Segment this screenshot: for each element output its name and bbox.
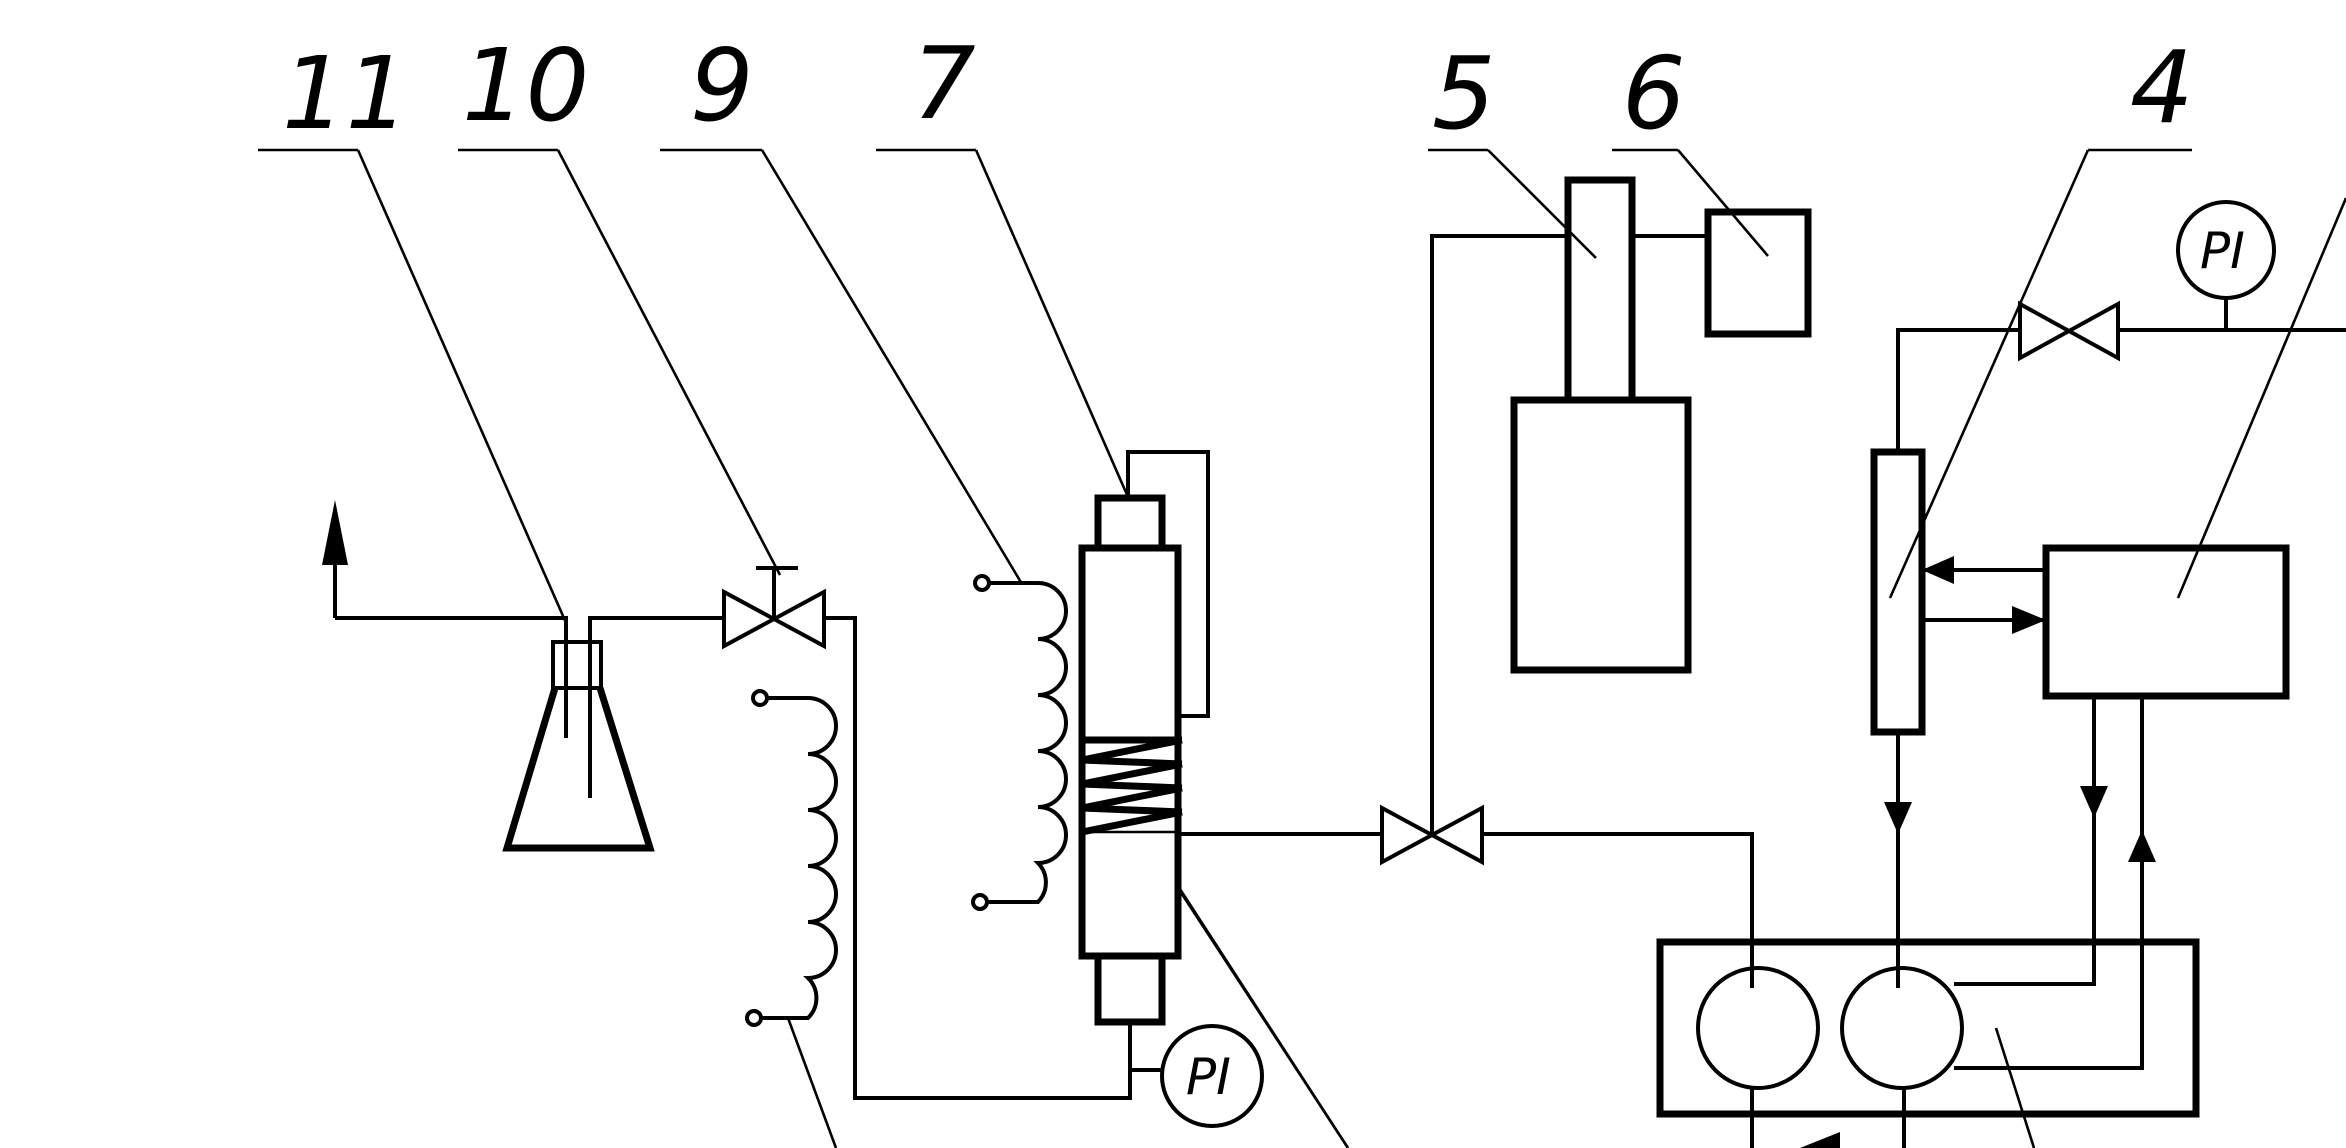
callout-5: 5: [1428, 35, 1597, 259]
callout-label-4: 4: [2130, 29, 2194, 146]
pipe-valve-to-column: [1430, 234, 1568, 834]
pressure-gauge-top: PI: [2176, 200, 2276, 330]
callout-leader-offscreen: [786, 1017, 838, 1148]
callout-label-7: 7: [912, 25, 976, 142]
needle-valve: [722, 566, 826, 650]
down-arrow-icon: [2080, 786, 2108, 818]
callout-label-11: 11: [282, 35, 409, 152]
flask-body: [502, 686, 655, 852]
terminal-icon: [971, 893, 989, 911]
valve-icon: [1380, 804, 1484, 866]
winding: [1081, 760, 1183, 788]
gauge-label: PI: [2200, 222, 2245, 280]
reactor-bottom-cap: [1094, 952, 1166, 1026]
flask-stopper: [551, 640, 603, 690]
gauge-icon: [1160, 1024, 1264, 1128]
pipe-valve-to-pump: [1482, 832, 1754, 988]
controller-box: [2042, 544, 2290, 700]
reactor-top-cap: [1094, 494, 1166, 552]
callout-label-9: 9: [690, 27, 754, 144]
winding: [1081, 808, 1183, 836]
control-valve: [1380, 804, 1484, 866]
callout-leader-offscreen: [1994, 1027, 2036, 1148]
winding: [1081, 756, 1183, 768]
callout-label-10: 10: [462, 27, 589, 144]
up-arrow-icon: [2128, 830, 2156, 862]
winding: [1081, 736, 1183, 764]
pipe-valve-to-reactor: [824, 616, 1132, 1100]
pump-unit: [1656, 938, 2200, 1148]
pipe-flask-outlet: [335, 616, 568, 642]
pipe-to-flowmeter: [1896, 328, 2020, 452]
terminal-icon: [751, 689, 769, 707]
left-arrow-icon: [1800, 1132, 1840, 1148]
thermocouple-wire: [1126, 450, 1210, 718]
column: [1510, 176, 1708, 674]
reactor-leader: [1176, 885, 1350, 1148]
flowmeter-tube: [1870, 448, 1926, 736]
callout-leader: [356, 149, 569, 626]
callout-7: 7: [876, 25, 1130, 498]
callout-leader: [974, 149, 1130, 498]
left-arrow-icon: [1922, 556, 1954, 584]
right-arrow-icon: [2012, 606, 2046, 634]
callout-leader: [1677, 149, 1769, 257]
callout-leader: [556, 149, 782, 576]
callout-10: 10: [458, 27, 782, 576]
coil-windings: [761, 696, 838, 1020]
terminal-icon: [745, 1009, 763, 1027]
callout-11: 11: [258, 35, 569, 626]
winding: [1081, 804, 1183, 816]
callout-leader: [1487, 149, 1597, 259]
reactor: [1078, 450, 1350, 1148]
pump-icon: [1840, 966, 1964, 1090]
pump-housing: [1656, 938, 2200, 1118]
callout-9: 9: [660, 27, 1024, 585]
pressure-gauge-bottom: PI: [1130, 1024, 1264, 1128]
valve-icon: [722, 588, 826, 650]
callout-label-6: 6: [1622, 35, 1686, 152]
coil-windings: [987, 581, 1068, 904]
winding: [1081, 784, 1183, 812]
pump-icon: [1696, 966, 1820, 1090]
callout-leader: [760, 149, 1024, 585]
heater-coil-left: [745, 689, 838, 1027]
up-arrow-icon: [322, 500, 348, 565]
down-arrow-icon: [1884, 802, 1912, 834]
gauge-label: PI: [1186, 1048, 1231, 1106]
callout-leader-offscreen: [2176, 197, 2346, 599]
column-tube: [1564, 176, 1636, 404]
callout-4: 4: [1888, 29, 2194, 599]
detector-box: [1704, 208, 1812, 338]
heater-coil-right: [971, 574, 1068, 911]
callout-6: 6: [1612, 35, 1769, 257]
valve-icon: [2018, 300, 2120, 362]
column-vessel: [1510, 396, 1692, 674]
callout-label-5: 5: [1432, 35, 1496, 152]
pipe-flask-inlet: [588, 616, 724, 642]
pipe-controller-return: [1954, 696, 2144, 1070]
winding: [1081, 780, 1183, 792]
outlet-arrow: [322, 500, 348, 618]
terminal-icon: [973, 574, 991, 592]
flask: [502, 640, 655, 852]
